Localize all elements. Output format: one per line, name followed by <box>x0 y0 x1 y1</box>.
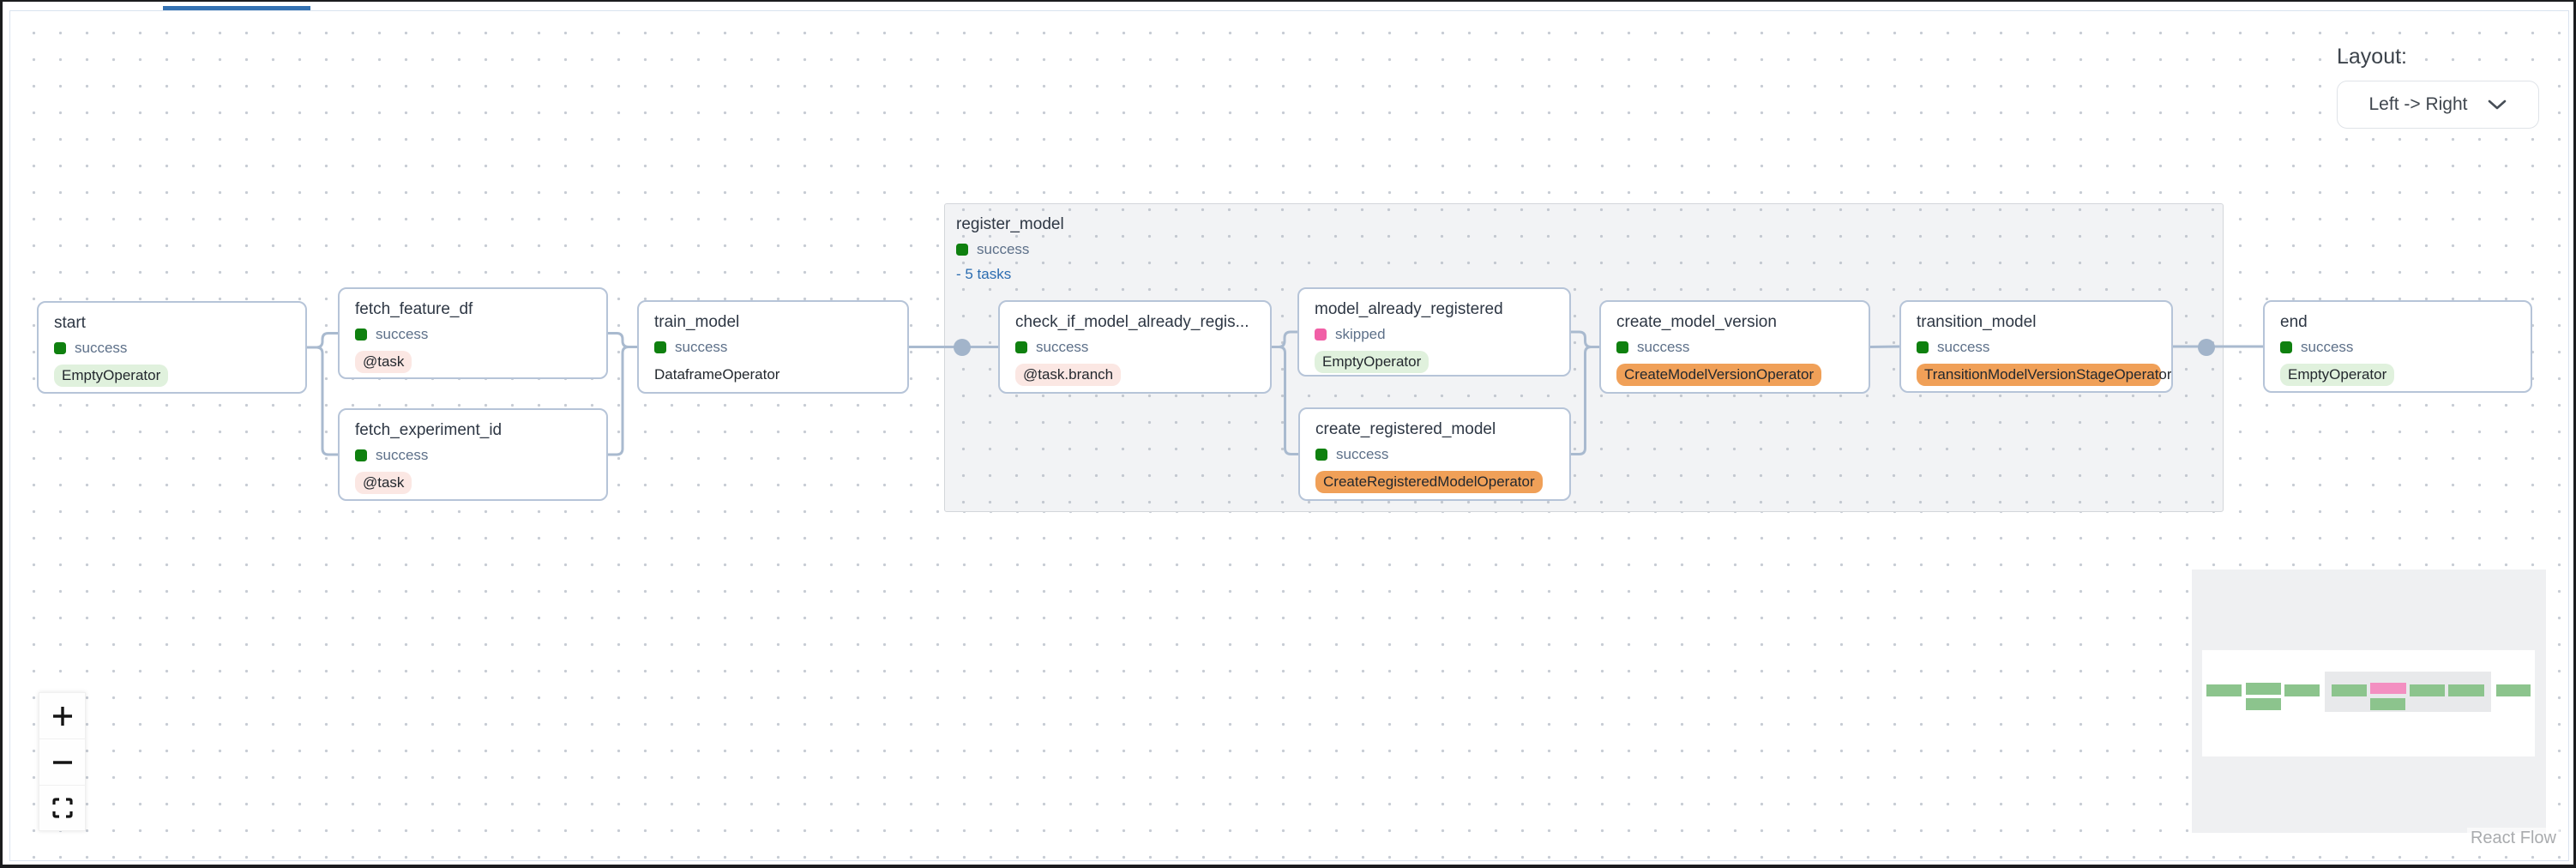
node-status-label: success <box>675 339 728 355</box>
node-title: fetch_feature_df <box>355 300 473 318</box>
task-node-train_model[interactable]: train_model success DataframeOperator <box>637 300 909 394</box>
node-title: end <box>2280 313 2308 331</box>
node-title: fetch_experiment_id <box>355 421 503 439</box>
operator-badge: @task <box>355 351 412 373</box>
task-node-fetch_experiment_id[interactable]: fetch_experiment_id success @task <box>338 408 608 501</box>
task-node-create_registered_model[interactable]: create_registered_model success CreateRe… <box>1298 407 1571 501</box>
operator-badge: @task <box>355 472 412 494</box>
node-title: start <box>54 314 86 332</box>
node-status-label: success <box>1637 339 1690 355</box>
operator-badge: EmptyOperator <box>1315 351 1429 373</box>
group-handle-dot <box>2198 339 2215 356</box>
minimap-node-end <box>2495 684 2531 696</box>
minimap-node-start <box>2206 684 2242 696</box>
status-square-icon <box>654 341 666 353</box>
status-square-icon <box>1616 341 1628 353</box>
status-square-icon <box>54 342 66 354</box>
status-square-icon <box>1315 449 1327 461</box>
plus-icon <box>52 706 72 726</box>
status-square-icon <box>355 449 367 461</box>
group-title: register_model <box>956 215 1064 233</box>
task-node-check_if_model_already_registered[interactable]: check_if_model_already_regis... success … <box>998 300 1272 394</box>
operator-badge: TransitionModelVersionStageOperator <box>1917 364 2171 386</box>
minimap-node-train_model <box>2284 684 2320 696</box>
node-layer: start success EmptyOperator fetch_feature… <box>3 2 2573 865</box>
group-handle-dot <box>954 339 971 356</box>
zoom-controls <box>39 692 86 831</box>
node-title: create_model_version <box>1616 313 1777 331</box>
task-node-create_model_version[interactable]: create_model_version success CreateModel… <box>1599 300 1870 394</box>
node-title: transition_model <box>1917 313 2037 331</box>
minimap-node-create_model_version <box>2409 684 2445 696</box>
node-status-label: skipped <box>1335 326 1386 342</box>
minus-icon <box>52 760 72 764</box>
node-status-label: success <box>1036 339 1089 355</box>
operator-badge: CreateModelVersionOperator <box>1616 364 1822 386</box>
status-square-icon <box>355 329 367 341</box>
node-status-label: success <box>376 326 429 342</box>
node-title: train_model <box>654 313 740 331</box>
operator-badge: CreateRegisteredModelOperator <box>1315 471 1543 493</box>
task-node-fetch_feature_df[interactable]: fetch_feature_df success @task <box>338 287 608 379</box>
task-node-model_already_registered[interactable]: model_already_registered skipped EmptyOp… <box>1297 287 1571 377</box>
status-square-icon <box>2280 341 2292 353</box>
status-square-icon <box>956 244 968 256</box>
node-status-label: success <box>376 447 429 463</box>
node-status-label: success <box>1336 446 1389 462</box>
minimap-node-check_if_model_already_registered <box>2331 684 2368 696</box>
zoom-out-button[interactable] <box>39 738 86 785</box>
operator-badge: @task.branch <box>1015 364 1122 386</box>
task-node-end[interactable]: end success EmptyOperator <box>2263 300 2532 393</box>
minimap[interactable] <box>2192 570 2546 833</box>
fit-view-icon <box>51 798 73 818</box>
status-square-icon <box>1015 341 1027 353</box>
status-square-icon <box>1315 329 1327 341</box>
tab-indicator <box>163 6 310 10</box>
task-node-transition_model[interactable]: transition_model success TransitionModel… <box>1899 300 2173 393</box>
status-square-icon <box>1917 341 1929 353</box>
node-status-label: success <box>2301 339 2354 355</box>
zoom-in-button[interactable] <box>39 692 86 738</box>
node-title: model_already_registered <box>1315 300 1503 318</box>
operator-badge: EmptyOperator <box>2280 364 2395 386</box>
minimap-node-create_registered_model <box>2370 698 2406 711</box>
fit-view-button[interactable] <box>39 785 86 831</box>
minimap-node-fetch_feature_df <box>2245 682 2281 695</box>
operator-badge: DataframeOperator <box>654 366 780 383</box>
minimap-node-fetch_experiment_id <box>2245 698 2281 711</box>
minimap-node-model_already_registered <box>2370 682 2406 695</box>
group-tasks-toggle[interactable]: - 5 tasks <box>956 266 1012 282</box>
layout-dropdown-value: Left -> Right <box>2368 94 2468 114</box>
task-node-start[interactable]: start success EmptyOperator <box>37 301 307 394</box>
layout-panel: Layout: Left -> Right <box>2337 45 2539 129</box>
minimap-node-transition_model <box>2448 684 2484 696</box>
node-title: check_if_model_already_regis... <box>1015 313 1249 331</box>
operator-badge: EmptyOperator <box>54 365 169 387</box>
layout-dropdown[interactable]: Left -> Right <box>2337 81 2539 129</box>
react-flow-attribution[interactable]: React Flow <box>2466 828 2560 849</box>
node-status-label: success <box>75 340 128 356</box>
layout-label: Layout: <box>2337 45 2408 69</box>
node-title: create_registered_model <box>1315 420 1496 438</box>
chevron-down-icon <box>2489 99 2507 110</box>
node-status-label: success <box>1937 339 1990 355</box>
group-status-label: success <box>977 241 1030 257</box>
